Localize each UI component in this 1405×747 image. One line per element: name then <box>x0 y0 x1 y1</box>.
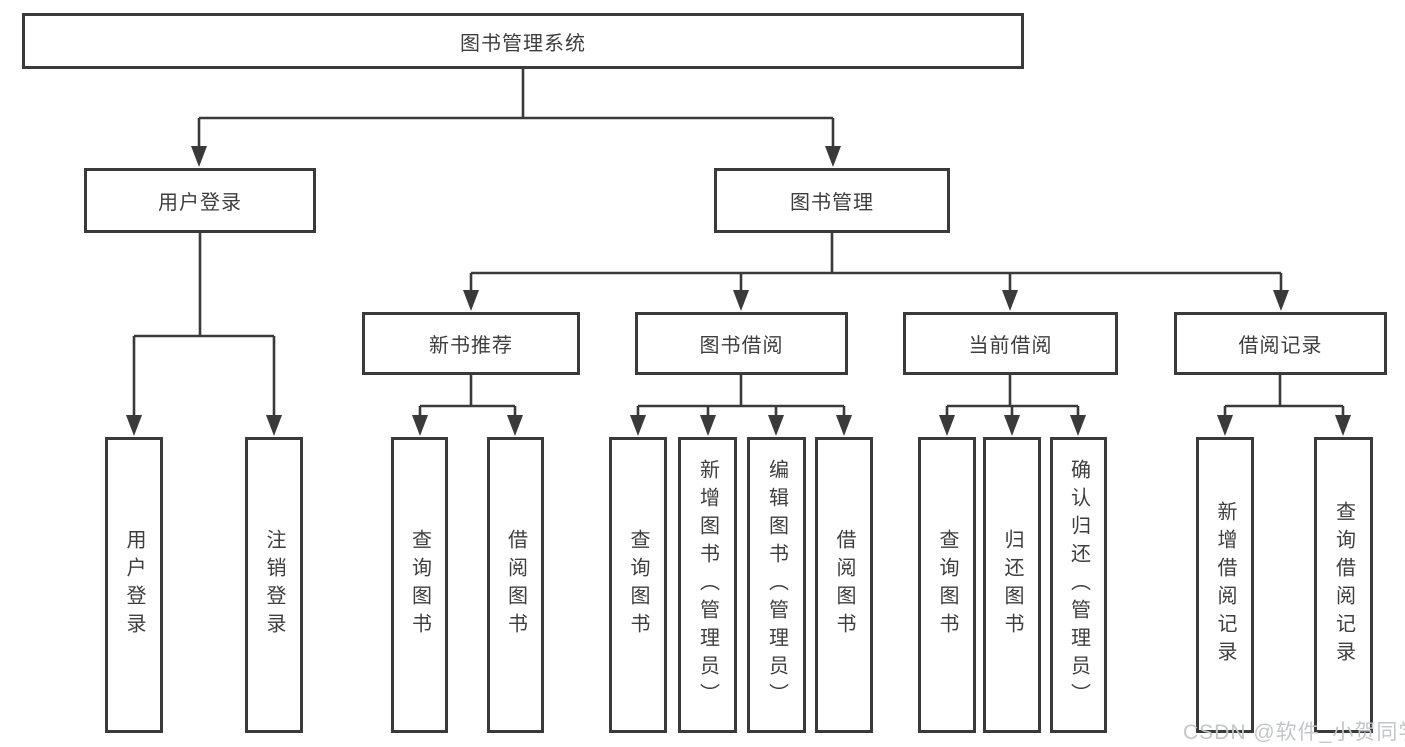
connector-borrow-records-to-leaves <box>1217 375 1351 436</box>
node-label: 注销登录 <box>263 529 285 641</box>
node-label: 编辑图书（管理员） <box>765 459 788 711</box>
node-confirm-return-admin: 确认归还（管理员） <box>1050 437 1107 733</box>
node-label: 用户登录 <box>123 529 145 641</box>
node-query-books-current: 查询图书 <box>918 437 976 733</box>
node-label: 新增借阅记录 <box>1214 501 1236 669</box>
node-current-borrowing: 当前借阅 <box>903 312 1118 375</box>
node-query-borrow-record: 查询借阅记录 <box>1314 437 1373 733</box>
connector-root-to-branches <box>191 69 841 167</box>
node-label: 归还图书 <box>1001 529 1023 641</box>
node-query-books-recommend: 查询图书 <box>391 437 448 733</box>
node-label: 图书管理 <box>790 192 874 214</box>
connector-book-borrow-to-leaves <box>630 375 852 436</box>
node-borrowing-records: 借阅记录 <box>1174 312 1387 375</box>
node-label: 借阅图书 <box>833 529 855 641</box>
node-label: 用户登录 <box>158 192 242 214</box>
csdn-watermark: CSDN @软件_小贺同学 <box>1183 721 1405 744</box>
node-label: 查询图书 <box>627 529 649 641</box>
node-query-books-borrowing: 查询图书 <box>609 437 667 733</box>
node-label: 查询图书 <box>936 529 958 641</box>
connector-current-borrow-to-leaves <box>939 375 1086 436</box>
node-label: 查询图书 <box>408 529 431 641</box>
connector-user-login-to-leaves <box>126 233 282 436</box>
node-add-books-admin: 新增图书（管理员） <box>678 437 737 733</box>
node-logout-login: 注销登录 <box>245 437 303 733</box>
node-label: 确认归还（管理员） <box>1067 459 1090 711</box>
node-user-login-branch: 用户登录 <box>84 168 316 233</box>
node-user-login: 用户登录 <box>105 437 163 733</box>
node-label: 借阅图书 <box>504 529 527 641</box>
connector-book-mgmt-to-modules <box>463 233 1289 311</box>
node-label: 查询借阅记录 <box>1332 501 1355 669</box>
node-return-books: 归还图书 <box>983 437 1041 733</box>
node-add-borrow-record: 新增借阅记录 <box>1196 437 1254 733</box>
node-label: 新增图书（管理员） <box>696 459 719 711</box>
node-label: 图书借阅 <box>699 335 784 357</box>
connector-new-book-to-leaves <box>412 375 523 436</box>
node-book-borrowing: 图书借阅 <box>635 312 848 375</box>
node-new-book-recommendation: 新书推荐 <box>362 312 580 375</box>
node-label: 借阅记录 <box>1238 335 1323 357</box>
node-label: 新书推荐 <box>429 335 513 357</box>
node-label: 图书管理系统 <box>460 32 586 55</box>
node-book-management: 图书管理 <box>714 168 950 233</box>
node-label: 当前借阅 <box>968 335 1053 357</box>
node-borrow-books-borrowing: 借阅图书 <box>815 437 873 733</box>
node-library-system: 图书管理系统 <box>22 13 1024 69</box>
node-borrow-books-recommend: 借阅图书 <box>487 437 544 733</box>
node-edit-books-admin: 编辑图书（管理员） <box>747 437 806 733</box>
